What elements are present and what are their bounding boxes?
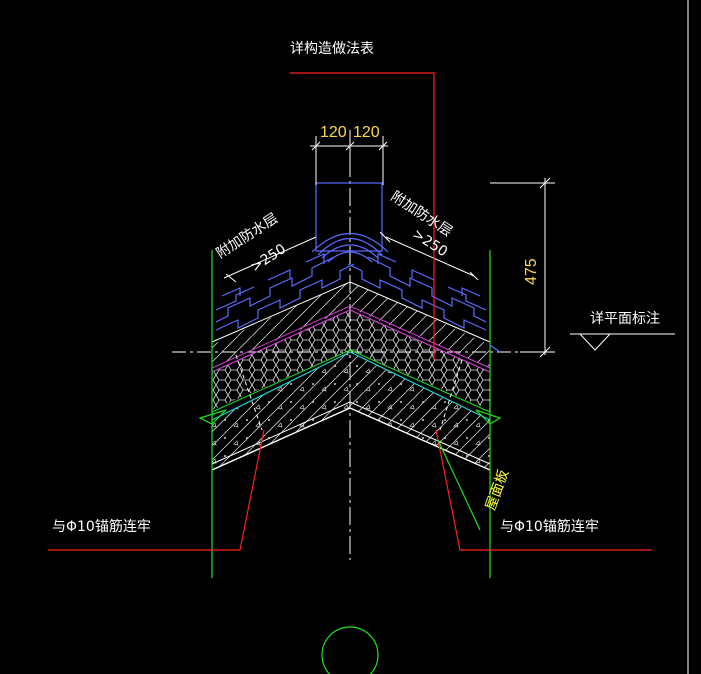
green-marks <box>198 409 502 674</box>
layer-lines <box>211 281 491 471</box>
top-dimension <box>310 136 388 185</box>
height-dim-label: 475 <box>523 258 540 285</box>
tiles-right <box>347 253 501 353</box>
tiles-left <box>215 253 355 331</box>
title-note: 详构造做法表 <box>290 41 374 57</box>
dim-left-label: 120 <box>320 124 347 141</box>
red-leaders <box>48 72 652 551</box>
ridge-tile <box>311 182 389 263</box>
edge-dashes <box>235 354 463 431</box>
membrane-lines <box>223 231 479 283</box>
dim-right-label: 120 <box>353 124 380 141</box>
height-dimension <box>490 177 555 358</box>
anchor-left-label: 与Φ10锚筋连牢 <box>52 519 151 535</box>
anchor-right-label: 与Φ10锚筋连牢 <box>500 519 599 535</box>
elevation-marker <box>570 333 675 351</box>
plan-note: 详平面标注 <box>590 311 660 327</box>
